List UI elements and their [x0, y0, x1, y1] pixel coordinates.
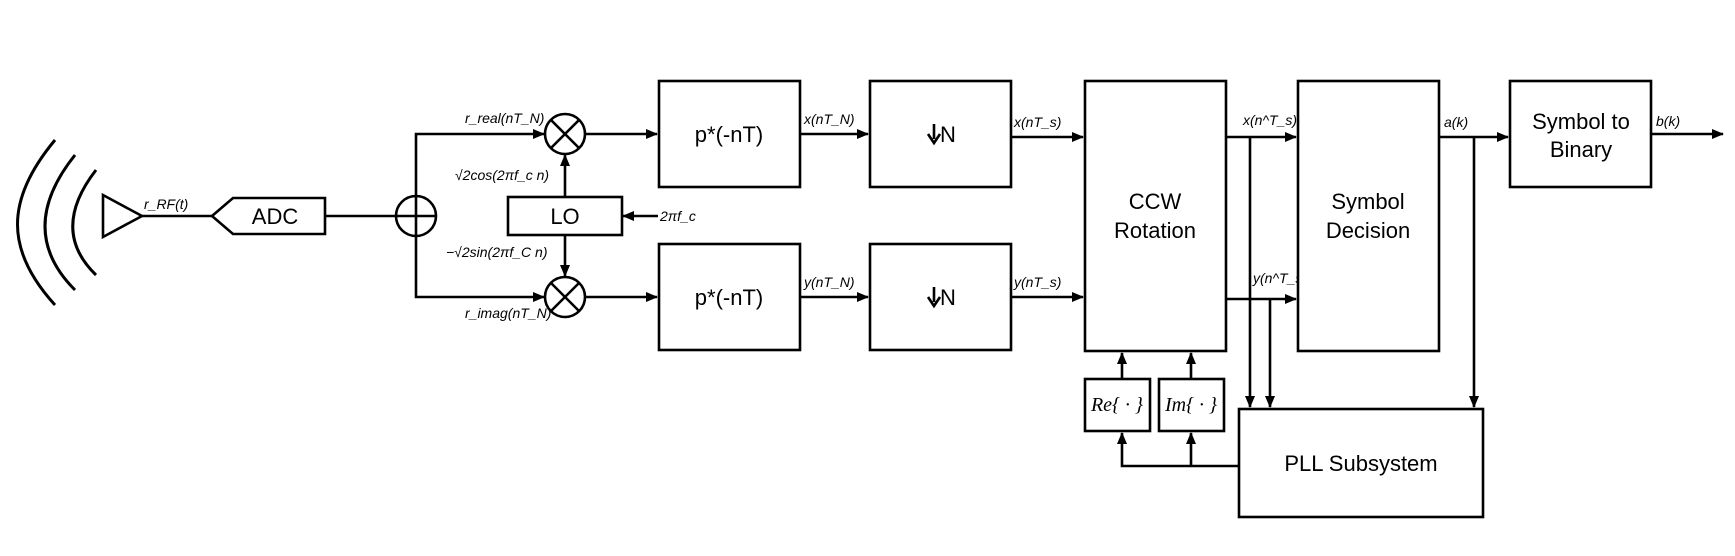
- ccw-rotation-block: CCW Rotation: [1083, 79, 1228, 353]
- amplifier-triangle-icon: [101, 192, 145, 240]
- svg-text:Im{ · }: Im{ · }: [1164, 394, 1217, 416]
- lo-freq-label: 2πf_c: [659, 208, 696, 224]
- r-real-label: r_real(nT_N): [465, 110, 544, 126]
- x-nTs-label: x(nT_s): [1013, 114, 1061, 130]
- svg-text:LO: LO: [550, 204, 579, 229]
- svg-text:N: N: [940, 122, 956, 147]
- down-arrow-icon: [926, 124, 942, 146]
- imag-part-block: Im{ · }: [1157, 377, 1226, 433]
- svg-text:CCW: CCW: [1129, 189, 1182, 214]
- lo-block: LO: [506, 195, 624, 237]
- svg-text:Binary: Binary: [1550, 137, 1612, 162]
- cos-reference-label: √2cos(2πf_c n): [455, 167, 549, 183]
- a-k-label: a(k): [1444, 114, 1468, 130]
- multiplier-icon: [543, 112, 587, 156]
- svg-text:N: N: [940, 285, 956, 310]
- b-k-label: b(k): [1656, 113, 1680, 129]
- r-imag-label: r_imag(nT_N): [465, 305, 551, 321]
- summer-icon: [394, 194, 438, 238]
- y-hat-label: y(n^T_s): [1252, 270, 1307, 286]
- svg-text:p*(-nT): p*(-nT): [695, 285, 763, 310]
- svg-text:Symbol to: Symbol to: [1532, 109, 1630, 134]
- symbol-to-binary-block: Symbol to Binary: [1508, 79, 1653, 189]
- matched-filter-top: p*(-nT): [657, 79, 802, 189]
- rf-signal-label: r_RF(t): [144, 196, 188, 212]
- adc-block: ADC: [210, 196, 327, 236]
- svg-text:Decision: Decision: [1326, 218, 1410, 243]
- real-part-block: Re{ · }: [1083, 377, 1152, 433]
- x-nTN-label: x(nT_N): [803, 111, 855, 127]
- pll-subsystem-block: PLL Subsystem: [1237, 407, 1485, 519]
- sin-reference-label: −√2sin(2πf_C n): [446, 244, 548, 260]
- y-nTs-label: y(nT_s): [1013, 274, 1061, 290]
- svg-text:p*(-nT): p*(-nT): [695, 122, 763, 147]
- svg-text:Symbol: Symbol: [1331, 189, 1404, 214]
- antenna-waves-icon: [16, 139, 98, 307]
- down-arrow-icon: [926, 287, 942, 309]
- downsampler-top: N: [868, 79, 1013, 189]
- x-hat-label: x(n^T_s): [1242, 112, 1297, 128]
- symbol-decision-block: Symbol Decision: [1296, 79, 1441, 353]
- multiplier-icon: [543, 275, 587, 319]
- svg-text:Rotation: Rotation: [1114, 218, 1196, 243]
- svg-text:ADC: ADC: [252, 204, 299, 229]
- y-nTN-label: y(nT_N): [803, 274, 855, 290]
- svg-text:r_RF(t): r_RF(t): [144, 196, 188, 212]
- matched-filter-bottom: p*(-nT): [657, 242, 802, 352]
- downsampler-bottom: N: [868, 242, 1013, 352]
- svg-text:Re{ · }: Re{ · }: [1090, 394, 1143, 416]
- svg-text:PLL Subsystem: PLL Subsystem: [1284, 451, 1437, 476]
